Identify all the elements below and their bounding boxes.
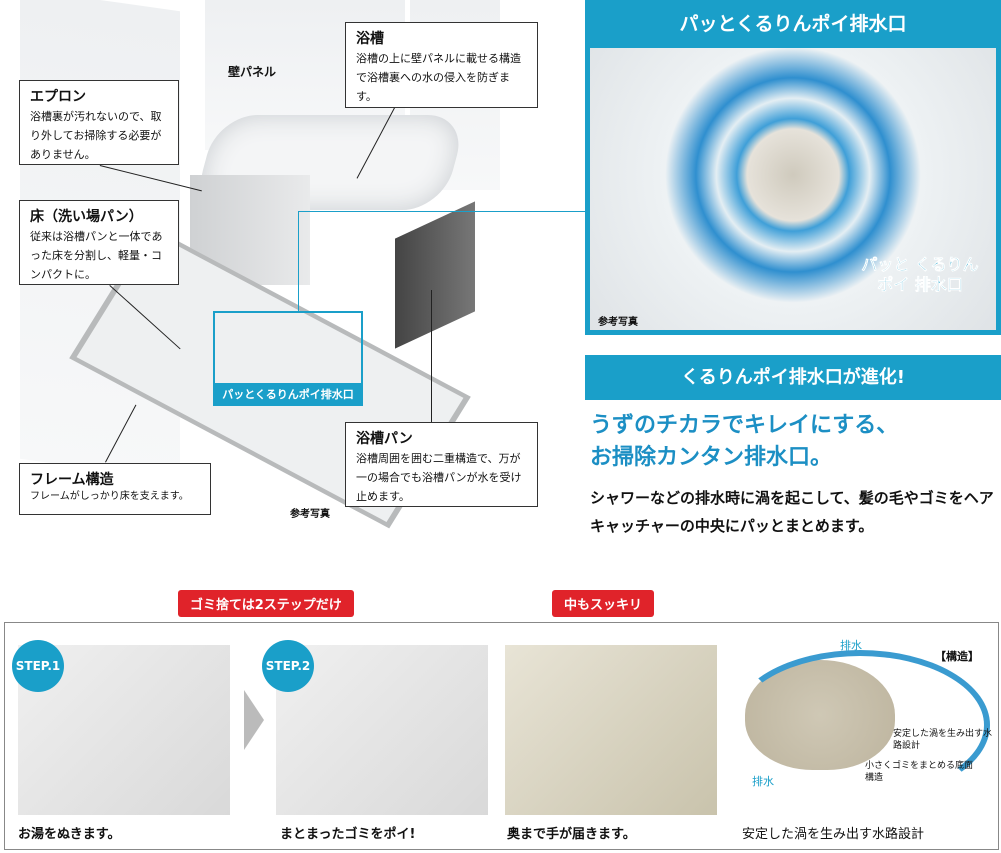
frame-callout: フレーム構造 フレームがしっかり床を支えます。	[19, 463, 211, 515]
wall-panel-label: 壁パネル	[228, 65, 277, 79]
feature-title: パッとくるりんポイ排水口	[679, 13, 907, 35]
step1-badge: STEP.1	[12, 640, 64, 692]
floor-callout: 床（洗い場パン） 従来は浴槽パンと一体であった床を分割し、軽量・コンパクトに。	[19, 200, 179, 285]
photo-note: 参考写真	[290, 509, 330, 520]
inner-caption: 奥まで手が届きます。	[507, 827, 636, 842]
callout-title: 床（洗い場パン）	[30, 209, 143, 225]
drain-label-2: 排水	[752, 775, 774, 788]
leader-line	[431, 290, 432, 425]
apron-callout: エプロン 浴槽裏が汚れないので、取り外してお掃除する必要がありません。	[19, 80, 179, 165]
headline-line-1: うずのチカラでキレイにする、	[590, 413, 899, 438]
steps-box	[4, 622, 999, 850]
callout-text: 従来は浴槽パンと一体であった床を分割し、軽量・コンパクトに。	[30, 230, 163, 281]
feature-photo-note: 参考写真	[598, 317, 638, 328]
drain-photo	[590, 48, 996, 330]
callout-text: 浴槽裏が汚れないので、取り外してお掃除する必要がありません。	[30, 110, 162, 161]
callout-text: フレームがしっかり床を支えます。	[30, 491, 189, 502]
arrow-right-icon	[244, 690, 264, 750]
callout-title: フレーム構造	[30, 472, 114, 488]
connector-line	[298, 211, 299, 311]
step2-badge: STEP.2	[262, 640, 314, 692]
feature-headline: うずのチカラでキレイにする、 お掃除カンタン排水口。	[590, 410, 898, 474]
callout-title: エプロン	[30, 89, 86, 105]
callout-title: 浴槽パン	[356, 431, 413, 447]
callout-text: 浴槽周囲を囲む二重構造で、万が一の場合でも浴槽パンが水を受け止めます。	[356, 452, 522, 503]
bottom-note: 小さくゴミをまとめる底面構造	[865, 761, 974, 783]
callout-title: 浴槽	[356, 31, 384, 47]
connector-line	[298, 211, 586, 212]
drain-label-1: 排水	[840, 639, 862, 652]
tub-pan-image	[395, 201, 475, 349]
drain-label: パッとくるりんポイ排水口	[213, 383, 363, 406]
flow-arrow-icon	[730, 650, 990, 800]
callout-text: 浴槽の上に壁パネルに載せる構造で浴槽裏への水の侵入を防ぎます。	[356, 52, 521, 103]
step2-caption: まとまったゴミをポイ!	[280, 827, 416, 842]
structure-label: 【構造】	[935, 650, 979, 663]
headline-line-2: お掃除カンタン排水口。	[590, 445, 833, 470]
bathtub-callout: 浴槽 浴槽の上に壁パネルに載せる構造で浴槽裏への水の侵入を防ぎます。	[345, 22, 538, 108]
feature-subtitle: くるりんポイ排水口が進化!	[585, 355, 1001, 400]
two-step-tag: ゴミ捨ては2ステップだけ	[178, 590, 354, 617]
tub-pan-callout: 浴槽パン 浴槽周囲を囲む二重構造で、万が一の場合でも浴槽パンが水を受け止めます。	[345, 422, 538, 507]
channel-note: 安定した渦を生み出す水路設計	[893, 729, 993, 751]
clean-inside-tag: 中もスッキリ	[552, 590, 655, 617]
inner-photo	[505, 645, 717, 815]
kururin-poi-logo: パッと くるりんポイ 排水口	[861, 255, 979, 295]
structure-caption: 安定した渦を生み出す水路設計	[742, 827, 925, 842]
step1-caption: お湯をぬきます。	[18, 827, 121, 842]
feature-body: シャワーなどの排水時に渦を起こして、髪の毛やゴミをヘアキャッチャーの中央にパッと…	[590, 489, 994, 535]
